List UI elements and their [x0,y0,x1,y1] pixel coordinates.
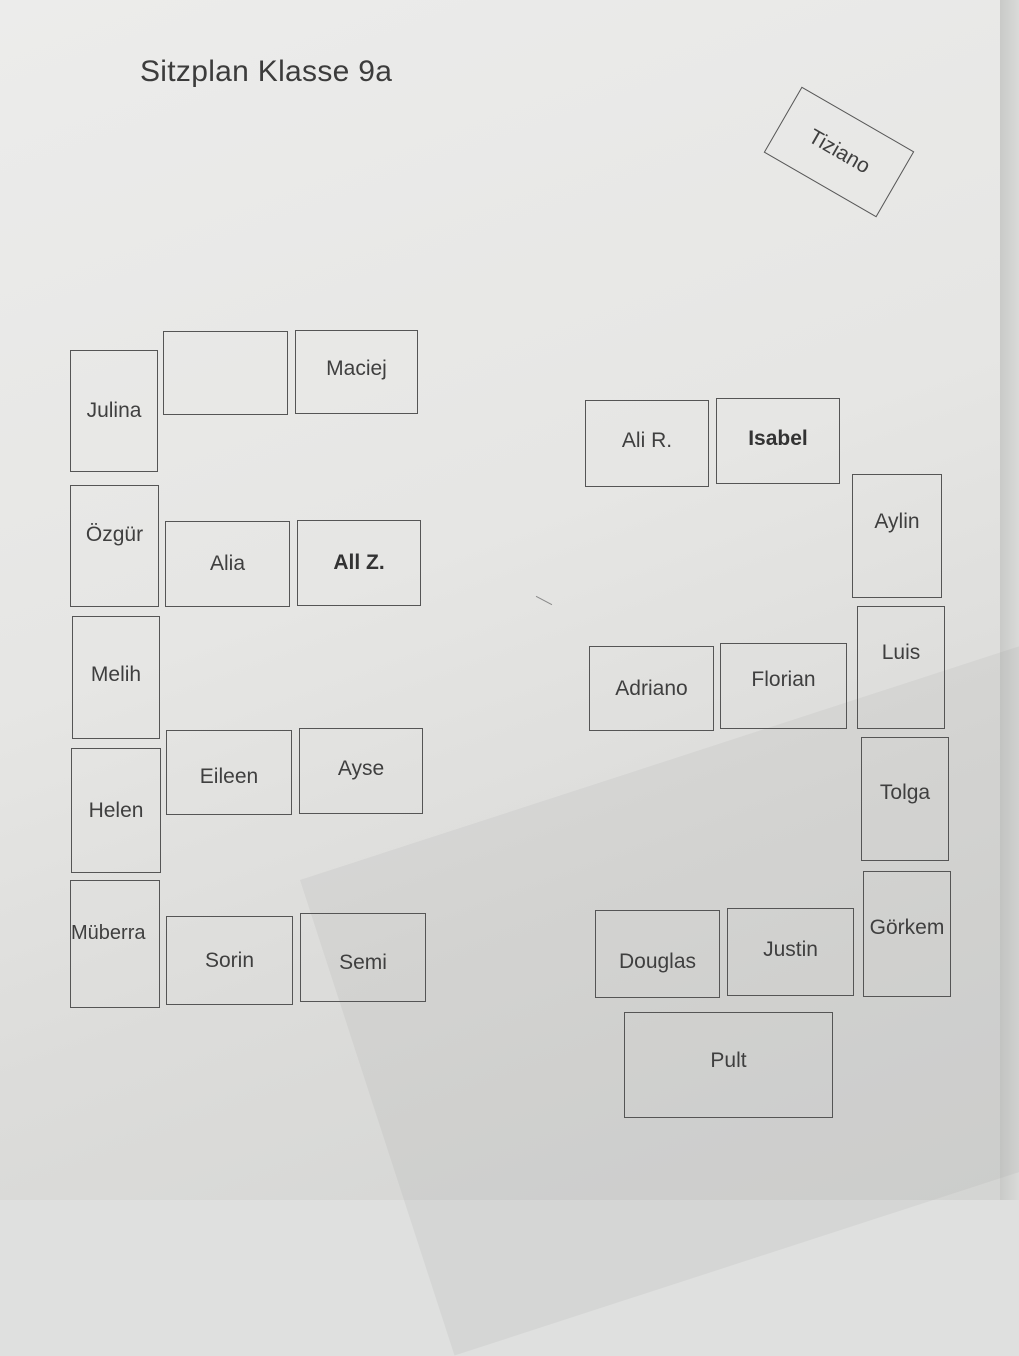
seat-label: Justin [763,938,818,961]
desk-aylin: Aylin [852,474,942,598]
seat-label: Ali R. [621,429,673,452]
teacher-desk-label: Pult [710,1049,747,1072]
desk-ali-r: Ali R. [585,400,709,487]
seat-label: Semi [339,950,387,974]
desk-helen: Helen [71,748,161,873]
desk-julina: Julina [70,350,158,472]
desk-semi: Semi [300,913,426,1002]
seat-label: All Z. [333,551,385,574]
desk-sorin: Sorin [166,916,293,1005]
desk-maciej: Maciej [295,330,418,414]
seat-label: Eileen [199,764,259,788]
seat-label: Aylin [874,510,920,533]
seat-label: Müberra [71,921,146,944]
page-title: Sitzplan Klasse 9a [140,55,393,88]
seat-label: Sorin [204,948,255,972]
desk-florian: Florian [720,643,847,729]
seat-label: Julina [86,399,142,422]
seat-label: Tiziano [804,124,874,179]
desk-isabel: Isabel [716,398,840,484]
sheet-edge [1000,0,1019,1200]
seat-label: Helen [88,798,144,822]
seat-label: Maciej [326,357,387,380]
desk-oezguer: Özgür [70,485,159,607]
seat-label: Tolga [879,781,931,804]
desk-goerkem: Görkem [863,871,951,997]
desk-mueberra: Müberra [70,880,160,1008]
desk-douglas: Douglas [595,910,720,998]
seat-label: Ayse [337,756,385,780]
seat-label: Adriano [615,676,688,700]
desk-melih: Melih [72,616,160,739]
desk-eileen: Eileen [166,730,292,815]
seat-label: Luis [881,640,921,664]
desk-luis: Luis [857,606,945,729]
desk-alia: Alia [165,521,290,607]
seat-label: Özgür [85,523,144,546]
seat-label: Alia [209,552,246,575]
seat-label: Douglas [618,950,697,973]
desk-adriano: Adriano [589,646,714,731]
desk-ali-z: All Z. [297,520,421,606]
seat-label: Melih [90,663,142,686]
seat-label: Görkem [869,916,945,939]
teacher-desk: Pult [624,1012,833,1118]
desk-tolga: Tolga [861,737,949,861]
seat-label: Isabel [748,426,808,450]
desk-justin: Justin [727,908,854,996]
desk-ayse: Ayse [299,728,423,814]
seat-label: Florian [751,668,816,691]
desk-empty [163,331,288,415]
